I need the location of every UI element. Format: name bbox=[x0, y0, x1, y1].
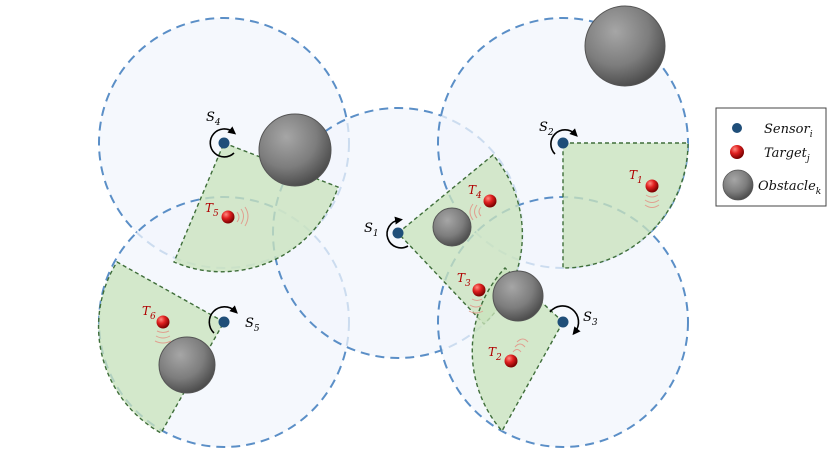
legend-obstacle-label: Obstaclek bbox=[758, 179, 821, 197]
signal-waves-icon bbox=[512, 338, 529, 353]
sensor-dot-icon bbox=[392, 227, 404, 239]
target-t1 bbox=[644, 179, 660, 208]
target-icon bbox=[645, 179, 659, 193]
target-t4 bbox=[469, 194, 497, 221]
legend-sensor-label: Sensori bbox=[764, 122, 813, 140]
label-s1: S1 bbox=[364, 221, 379, 239]
sensor-s3 bbox=[549, 305, 581, 336]
obstacle-icon bbox=[258, 113, 332, 187]
label-t2: T2 bbox=[488, 345, 502, 363]
target-t3 bbox=[468, 283, 486, 314]
label-t5: T5 bbox=[205, 201, 219, 219]
label-t6: T6 bbox=[142, 304, 156, 322]
target-t6 bbox=[154, 315, 172, 344]
rotate-arrow-icon bbox=[550, 128, 578, 155]
sensor-s5 bbox=[208, 305, 238, 334]
label-t3: T3 bbox=[457, 271, 471, 289]
label-s4: S4 bbox=[206, 110, 221, 128]
sensor-dot-icon bbox=[218, 316, 230, 328]
legend: Sensori Targetj Obstaclek bbox=[715, 107, 827, 207]
legend-item-obstacle: Obstaclek bbox=[722, 169, 821, 201]
sensor-s2 bbox=[550, 128, 578, 155]
label-s5: S5 bbox=[245, 316, 260, 334]
red-ball-icon bbox=[730, 145, 744, 159]
obstacle-icon bbox=[432, 207, 472, 247]
blue-dot-icon bbox=[732, 123, 742, 133]
rotate-arrow-icon bbox=[386, 216, 409, 249]
sensor-dot-icon bbox=[218, 137, 230, 149]
signal-waves-icon bbox=[469, 203, 482, 221]
target-t2 bbox=[504, 338, 529, 368]
label-s2: S2 bbox=[539, 120, 554, 138]
sensor-s1 bbox=[386, 216, 409, 249]
label-t1: T1 bbox=[629, 168, 643, 186]
obstacle-icon bbox=[158, 336, 216, 394]
signal-waves-icon bbox=[154, 330, 172, 344]
target-icon bbox=[156, 315, 170, 329]
rotate-arrow-icon bbox=[209, 126, 237, 158]
signal-waves-icon bbox=[644, 194, 660, 208]
sensor-dot-icon bbox=[557, 316, 569, 328]
target-icon bbox=[504, 354, 518, 368]
label-s3: S3 bbox=[583, 310, 598, 328]
target-t5 bbox=[221, 206, 249, 227]
target-icon bbox=[483, 194, 497, 208]
sensor-labels: S1 S2 S3 S4 S5 bbox=[206, 110, 598, 334]
gray-ball-icon bbox=[722, 169, 754, 201]
sensors bbox=[208, 126, 581, 336]
legend-item-sensor: Sensori bbox=[732, 122, 813, 140]
sector-s5 bbox=[97, 261, 225, 434]
target-icon bbox=[472, 283, 486, 297]
obstacle-icon bbox=[584, 5, 666, 87]
obstacles bbox=[158, 5, 666, 394]
targets bbox=[154, 179, 660, 368]
obstacle-icon bbox=[492, 270, 544, 322]
label-t4: T4 bbox=[468, 183, 482, 201]
sensor-dot-icon bbox=[557, 137, 569, 149]
sector-s2 bbox=[562, 142, 689, 269]
sensor-s4 bbox=[209, 126, 237, 158]
rotate-arrow-icon bbox=[549, 305, 581, 336]
signal-waves-icon bbox=[236, 206, 249, 227]
legend-item-target: Targetj bbox=[730, 145, 810, 164]
target-labels: T1 T2 T3 T4 T5 T6 bbox=[142, 168, 643, 363]
legend-target-label: Targetj bbox=[764, 146, 810, 164]
rotate-arrow-icon bbox=[208, 305, 238, 334]
signal-waves-icon bbox=[468, 298, 484, 314]
target-icon bbox=[221, 210, 235, 224]
